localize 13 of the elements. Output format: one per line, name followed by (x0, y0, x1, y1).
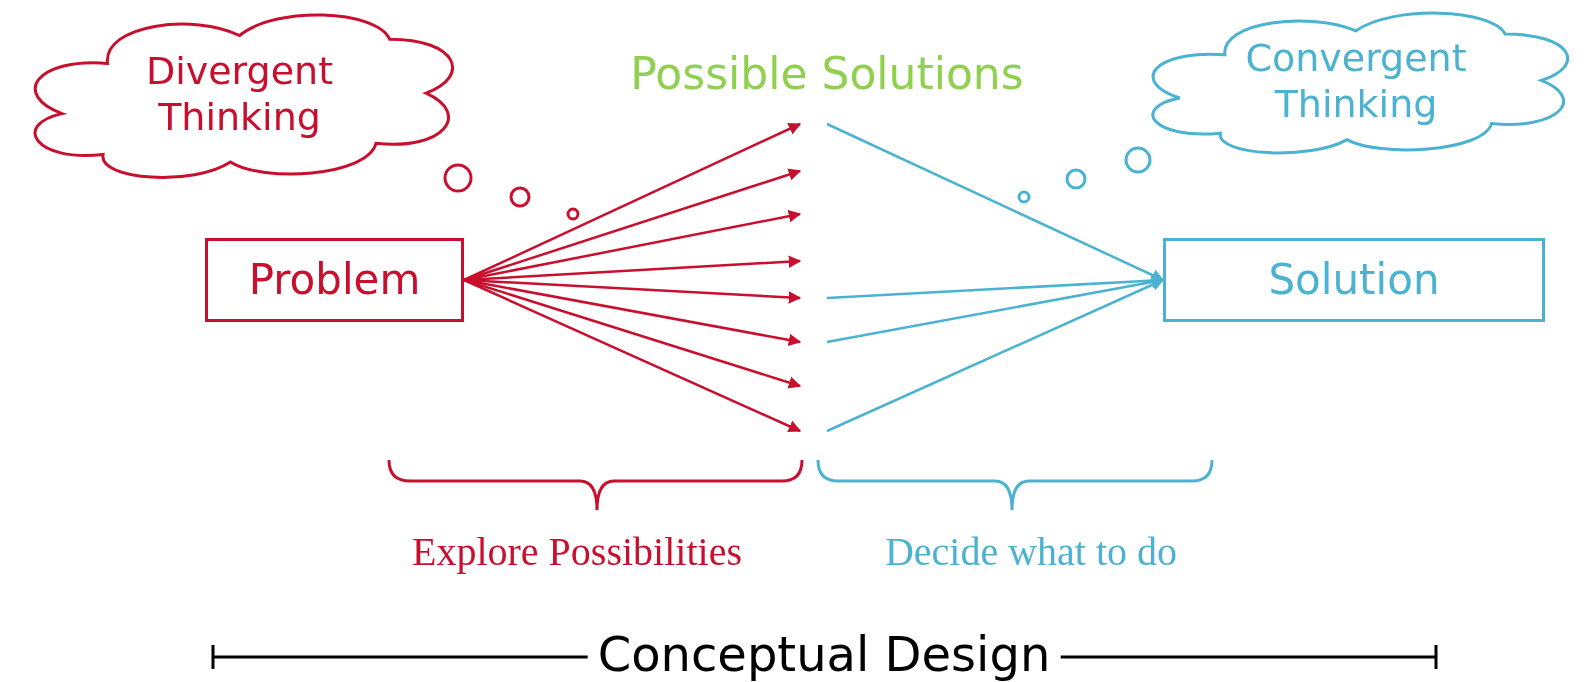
node-text: Problem (248, 254, 421, 306)
process-box (1163, 238, 1545, 322)
column-heading: Possible Solutions (629, 52, 1025, 96)
process-box (205, 238, 464, 322)
arrow (826, 122, 1165, 282)
bracket-label: Explore Possibilities (411, 532, 743, 572)
node-text: Divergent Thinking (144, 49, 335, 141)
node-text: Solution (1268, 254, 1440, 306)
arrow (826, 278, 1165, 433)
arrow (463, 278, 802, 433)
node-text: Convergent Thinking (1244, 36, 1468, 128)
bracket-label: Decide what to do (883, 532, 1179, 572)
arrow (463, 122, 802, 282)
